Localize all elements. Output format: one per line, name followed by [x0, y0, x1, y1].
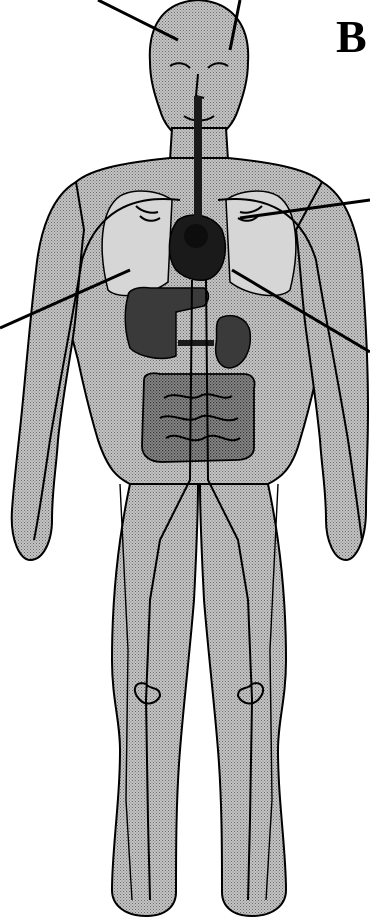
- left-arm: [12, 182, 84, 560]
- intestines: [142, 373, 255, 462]
- left-leg: [112, 484, 198, 916]
- panel-letter: B: [336, 14, 367, 60]
- trachea: [194, 96, 202, 220]
- right-leg: [200, 484, 286, 916]
- heart: [169, 215, 225, 280]
